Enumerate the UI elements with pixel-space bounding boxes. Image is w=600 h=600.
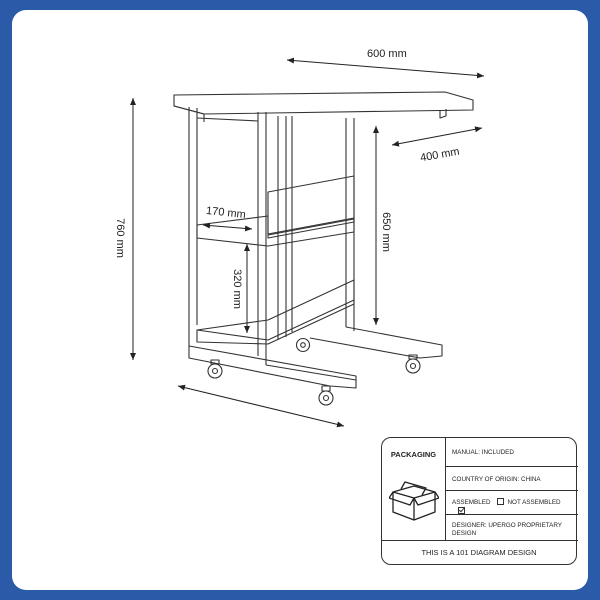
designer-info: DESIGNER: UPERGO PROPRIETARY DESIGN <box>452 522 562 537</box>
width-arrow <box>286 57 485 79</box>
not-assembled-label: NOT ASSEMBLED <box>507 499 561 506</box>
height-label: 760 mm <box>113 218 126 258</box>
width-label: 600 mm <box>367 48 407 60</box>
packaging-title: PACKAGING <box>390 450 437 459</box>
front-frame <box>188 107 267 365</box>
base-depth-arrow <box>177 384 345 428</box>
box-icon <box>389 481 439 521</box>
assembly-info: ASSEMBLED NOT ASSEMBLED <box>452 498 576 516</box>
upper-shelf <box>267 175 355 239</box>
shelf-height-label: 320 mm <box>230 269 243 309</box>
divider <box>445 490 578 491</box>
table-top <box>173 91 474 115</box>
packaging-info-box: PACKAGING MANUAL: INCLUDED COUNTRY OF OR… <box>381 437 578 565</box>
divider <box>445 514 578 515</box>
assembled-label: ASSEMBLED <box>452 499 491 506</box>
divider <box>445 466 578 467</box>
lower-shelf <box>196 279 355 345</box>
shelf-width-arrow <box>202 222 253 232</box>
divider <box>445 438 446 540</box>
middle-shelf <box>196 215 355 247</box>
base-right <box>309 326 443 359</box>
back-posts <box>277 116 355 340</box>
not-assembled-checkbox <box>458 507 465 514</box>
country-info: COUNTRY OF ORIGIN: CHINA <box>452 476 541 483</box>
depth-arrow <box>391 126 483 147</box>
base-left <box>188 345 357 389</box>
divider <box>382 540 578 541</box>
packaging-footer: THIS IS A 101 DIAGRAM DESIGN <box>421 548 537 557</box>
assembled-checkbox <box>496 498 504 505</box>
leg-height-label: 650 mm <box>379 212 392 252</box>
manual-info: MANUAL: INCLUDED <box>452 449 514 456</box>
